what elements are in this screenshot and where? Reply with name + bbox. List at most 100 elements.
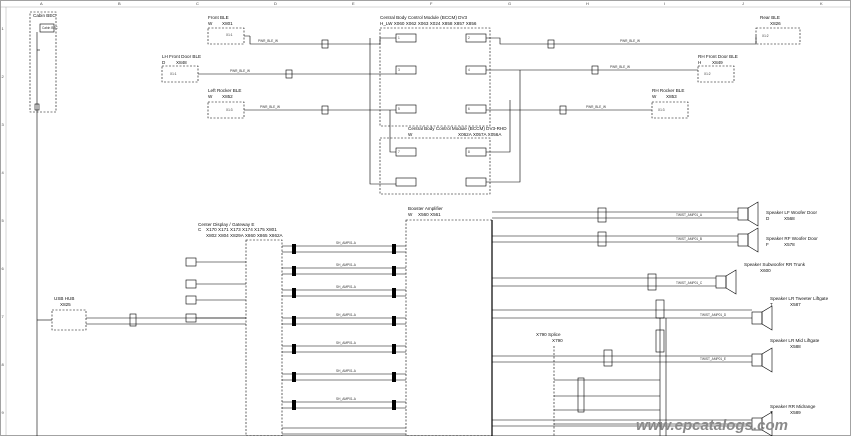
spk-lr-mid-conn: X588 xyxy=(790,344,801,349)
usb-hub-conn: X825 xyxy=(60,302,71,307)
rh-front-door-ble-title: RH Front Door BLE xyxy=(698,54,738,59)
harness-label-4: SH_AMP01-A xyxy=(336,313,357,317)
grid-col-k: K xyxy=(820,1,823,6)
harness-label-5: SH_AMP01-A xyxy=(336,341,357,345)
usb-hub-title: USB HUB xyxy=(54,296,74,301)
wire-label-top-left: PWR_BLE_W xyxy=(258,39,278,43)
spk-rf-woofer-conn: X578 xyxy=(784,242,795,247)
front-ble-title: Front BLE xyxy=(208,15,229,20)
lh-front-door-ble-pin: X1:1 xyxy=(170,72,177,76)
cabin-bec-module: Cabin BEC Cabin BEC xyxy=(29,11,58,436)
rh-front-door-ble-line2: H xyxy=(698,60,701,65)
x790-splice-conn: X790 xyxy=(552,338,563,343)
spk-lf-woofer-title: Speaker LF Woofer Door xyxy=(766,210,817,215)
wire-label-rh-door: PWR_BLE_W xyxy=(610,65,630,69)
grid-row-8: 8 xyxy=(2,362,5,367)
bccm-pin-5: 5 xyxy=(398,107,400,111)
wire-label-lh-door: PWR_BLE_W xyxy=(230,69,250,73)
bccm-rhd-pin-7: 7 xyxy=(398,150,400,154)
rh-rocker-ble-module: RH Rocker BLE W X853 X1:3 xyxy=(651,88,689,119)
wire-label-rh-rocker: PWR_BLE_W xyxy=(586,105,606,109)
cabin-bec-inner: Cabin BEC xyxy=(42,26,58,30)
spk-rr-midrange-conn: X589 xyxy=(790,410,801,415)
left-rocker-ble-pin: X1:3 xyxy=(226,108,233,112)
bccm-pin-3: 3 xyxy=(398,68,400,72)
grid-row-labels: 1 2 3 4 5 6 7 8 9 xyxy=(2,26,5,415)
bccm-rhd-line2: W xyxy=(408,132,413,137)
harness-label-6: SH_AMP01-A xyxy=(336,369,357,373)
speaker-rf-woofer: Speaker RF Woofer Door F X578 xyxy=(737,227,818,253)
bccm-pin-2: 2 xyxy=(468,36,470,40)
gateway-amp-harness: SH_AMP01-A SH_AMP01-A SH_AMP01-A SH_AMP0… xyxy=(282,241,406,435)
front-ble-conn: X801 xyxy=(222,21,233,26)
x790-splice: X790 Splice X790 xyxy=(536,332,752,436)
bccm-title: Central Body Control Module (BCCM) DV3 xyxy=(380,15,468,20)
grid-column-labels: A B C D E F G H I J K xyxy=(40,1,823,6)
spk-rf-woofer-title: Speaker RF Woofer Door xyxy=(766,236,818,241)
harness-label-1: SH_AMP01-A xyxy=(336,241,357,245)
grid-row-7: 7 xyxy=(2,314,5,319)
bccm-rhd-pin-8: 8 xyxy=(468,150,470,154)
lh-front-door-ble-title: LH Front Door BLE xyxy=(162,54,201,59)
rh-rocker-ble-title: RH Rocker BLE xyxy=(652,88,684,93)
rear-ble-title: Rear BLE xyxy=(760,15,780,20)
bccm-rhd-title: Central Body Control Module (BCCM) DV3-R… xyxy=(408,126,507,131)
center-display-line2: C xyxy=(198,227,202,232)
grid-col-g: G xyxy=(508,1,511,6)
spk-wire-label-4: TWIST_AMP01_D xyxy=(700,313,727,317)
spk-sub-title: Speaker Subwoofer RR Trunk xyxy=(744,262,806,267)
grid-col-d: D xyxy=(274,1,277,6)
front-ble-module: Front BLE W X801 X1:1 xyxy=(207,15,245,45)
booster-amp-module: Booster Amplifier W X560 X561 xyxy=(405,206,493,436)
grid-col-e: E xyxy=(352,1,355,6)
left-rocker-ble-line2: W xyxy=(208,94,213,99)
grid-row-1: 1 xyxy=(2,26,5,31)
harness-label-7: SH_AMP01-A xyxy=(336,397,357,401)
rear-ble-pin: X1:2 xyxy=(762,34,769,38)
lh-front-door-ble-conn: X848 xyxy=(176,60,187,65)
speaker-lf-woofer: Speaker LF Woofer Door D X568 xyxy=(737,201,817,227)
lh-front-door-ble-module: LH Front Door BLE D X848 X1:1 xyxy=(161,54,201,83)
left-rocker-ble-conn: X852 xyxy=(222,94,233,99)
grid-col-a: A xyxy=(40,1,43,6)
grid-col-c: C xyxy=(196,1,199,6)
spk-wire-label-1: TWIST_AMP01_A xyxy=(676,213,703,217)
grid-col-h: H xyxy=(586,1,589,6)
rh-rocker-ble-line2: W xyxy=(652,94,657,99)
spk-lr-tweeter-title: Speaker LR Tweeter Liftgate xyxy=(770,296,829,301)
bccm-line2: H_LW X060 X062 X063 X024 X858 X857 X856 xyxy=(380,21,477,26)
spk-lr-mid-title: Speaker LR Mid Liftgate xyxy=(770,338,820,343)
harness-label-3: SH_AMP01-A xyxy=(336,285,357,289)
wire-label-left-rocker: PWR_BLE_W xyxy=(260,105,280,109)
usb-hub-module: USB HUB X825 xyxy=(37,296,246,331)
bccm-module: Central Body Control Module (BCCM) DV3 H… xyxy=(379,15,491,127)
rh-front-door-ble-pin: X1:2 xyxy=(704,72,711,76)
spk-wire-label-2: TWIST_AMP01_B xyxy=(676,237,702,241)
ble-wiring: PWR_BLE_W PWR_BLE_W PWR_BLE_W PWR_BLE_W … xyxy=(198,35,757,185)
bccm-pin-1: 1 xyxy=(398,36,400,40)
cabin-bec-title: Cabin BEC xyxy=(33,13,56,18)
spk-wire-label-5: TWIST_AMP01_E xyxy=(700,357,726,361)
speaker-lr-tweeter: Speaker LR Tweeter Liftgate T X587 xyxy=(751,296,829,331)
left-rocker-ble-title: Left Rocker BLE xyxy=(208,88,241,93)
spk-lr-tweeter-conn: X587 xyxy=(790,302,801,307)
front-ble-pin: X1:1 xyxy=(226,33,233,37)
bccm-pin-6: 6 xyxy=(468,107,470,111)
booster-amp-conn: X560 X561 xyxy=(418,212,441,217)
rear-ble-conn: X826 xyxy=(770,21,781,26)
grid-col-i: I xyxy=(664,1,665,6)
spk-sub-conn: X600 xyxy=(760,268,771,273)
grid-row-5: 5 xyxy=(2,218,5,223)
grid-col-b: B xyxy=(118,1,121,6)
spk-rr-midrange-title: Speaker RR Midrange xyxy=(770,404,816,409)
center-display-line3: X170 X171 X173 X174 X175 X801 xyxy=(206,227,277,232)
rh-front-door-ble-module: RH Front Door BLE H X849 X1:2 xyxy=(697,54,738,83)
center-display-title: Center Display / Gateway E xyxy=(198,222,254,227)
grid-row-2: 2 xyxy=(2,74,5,79)
bccm-pin-4: 4 xyxy=(468,68,470,72)
left-rocker-ble-module: Left Rocker BLE W X852 X1:3 xyxy=(207,88,245,119)
grid-row-9: 9 xyxy=(2,410,5,415)
rh-rocker-ble-pin: X1:3 xyxy=(658,108,665,112)
spk-lf-woofer-line2: D xyxy=(766,216,770,221)
